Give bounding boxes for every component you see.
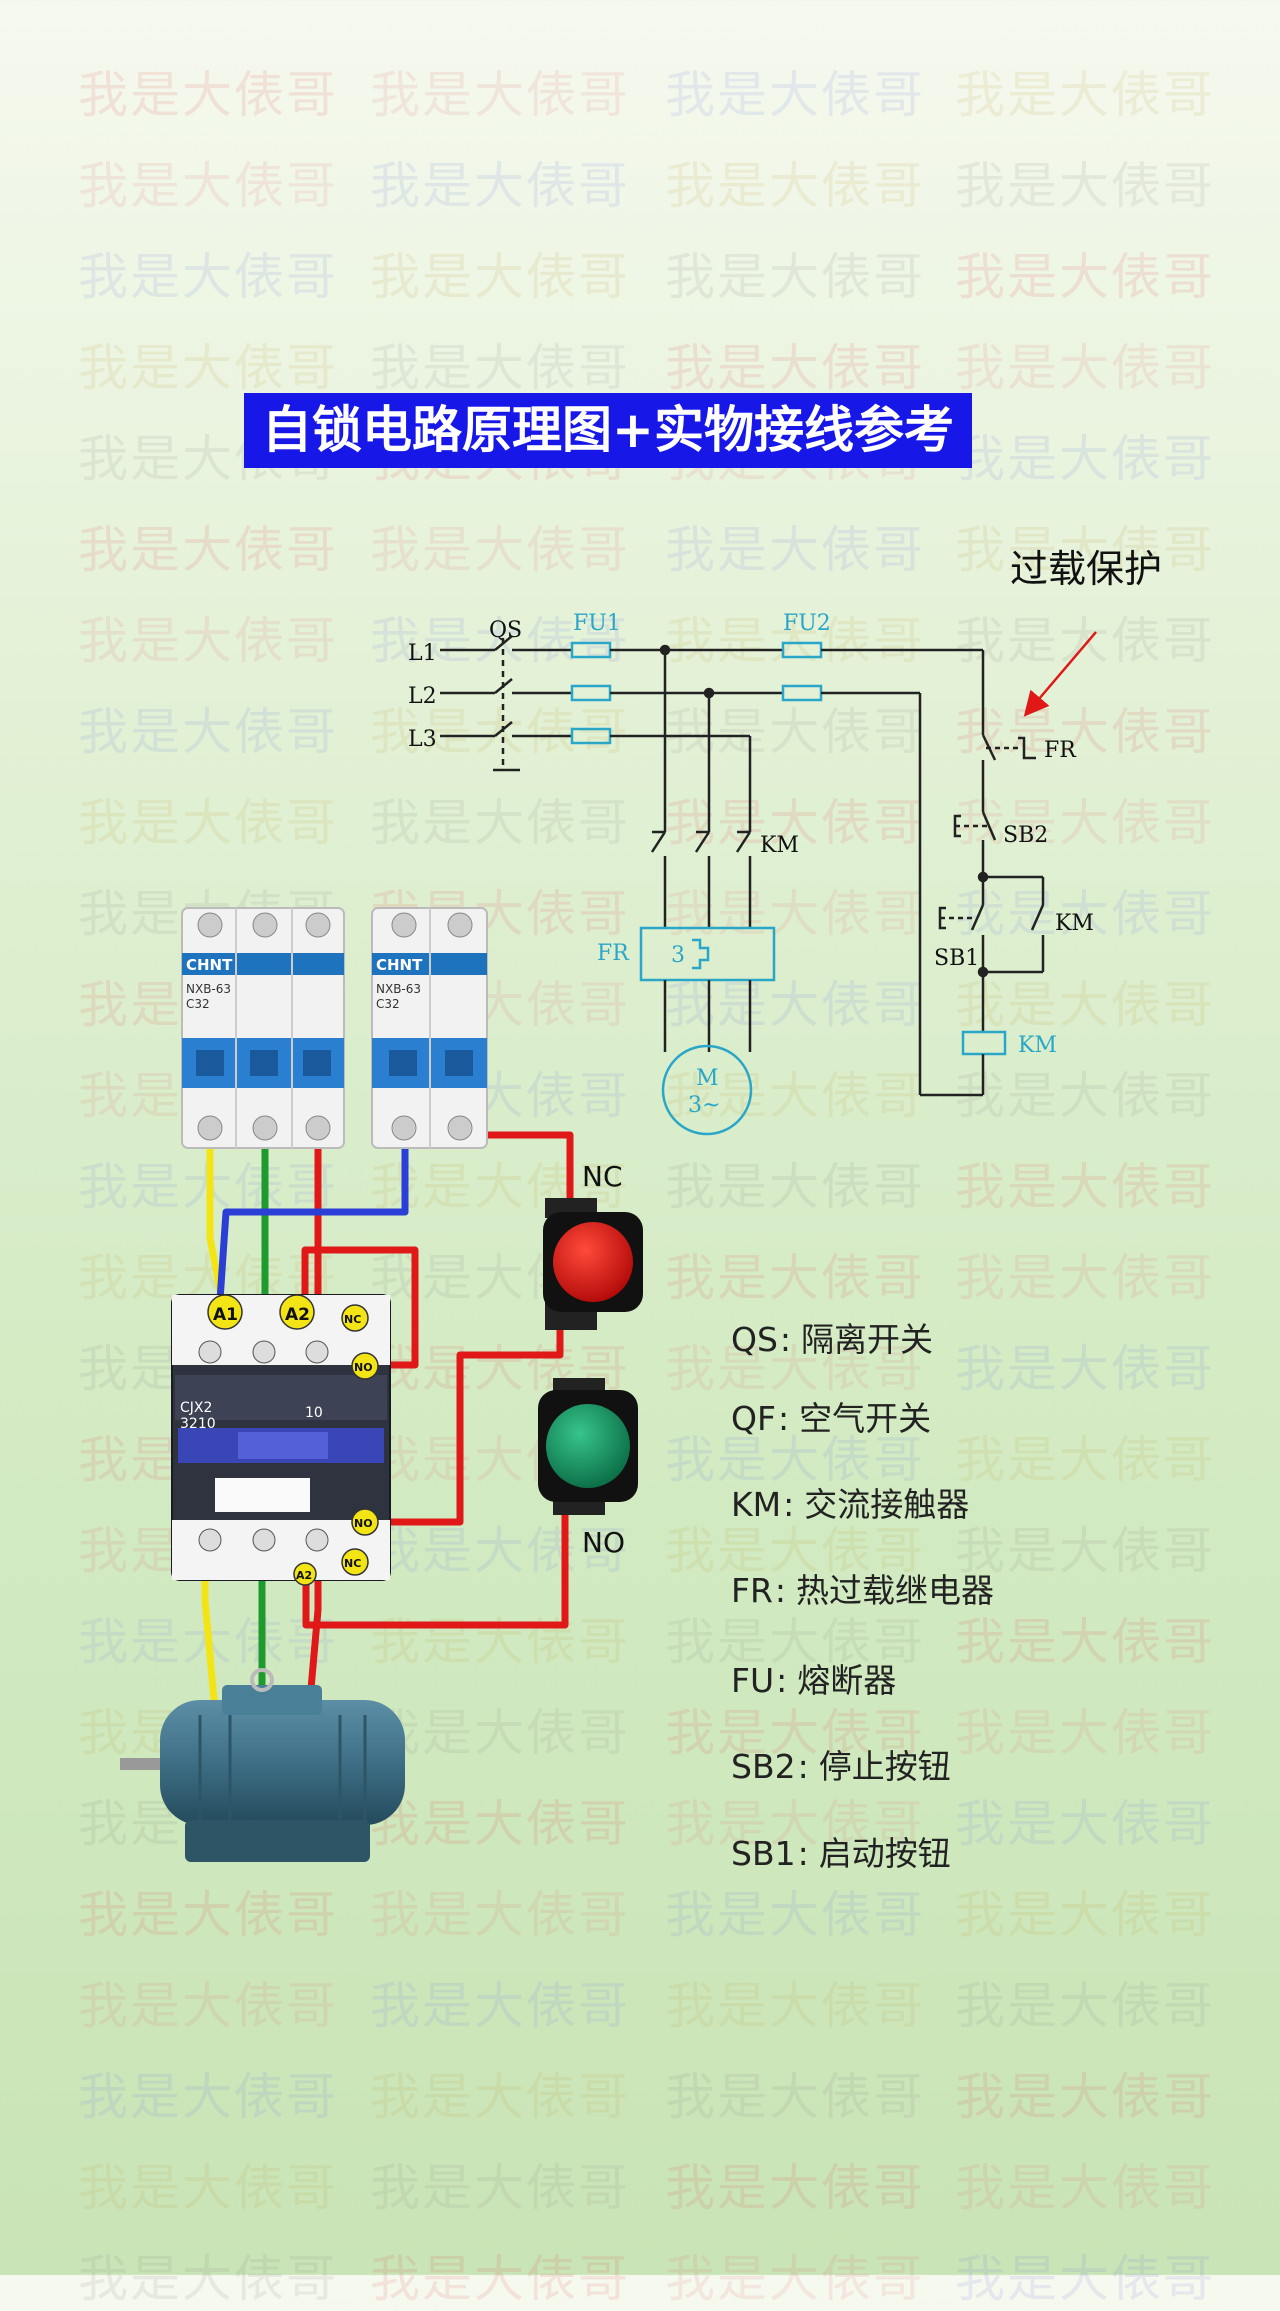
label-km-aux: KM bbox=[1055, 911, 1094, 936]
terminal-nc: NC bbox=[344, 1313, 361, 1326]
label-l2: L2 bbox=[408, 684, 437, 709]
legend-item: KM:交流接触器 bbox=[731, 1485, 970, 1524]
terminal-a2-bottom: A2 bbox=[296, 1569, 312, 1582]
terminal-no2: NO bbox=[354, 1517, 373, 1530]
legend-code: SB2 bbox=[731, 1747, 796, 1786]
legend-item: FU:熔断器 bbox=[731, 1661, 897, 1700]
terminal-a2: A2 bbox=[285, 1305, 310, 1325]
wire-red-no-aux bbox=[368, 1321, 564, 1526]
wire-red-nc bbox=[481, 1131, 574, 1202]
breaker-2pole: CHNT NXB-63 C32 bbox=[371, 907, 488, 1149]
contactor: CJX2 3210 10 A1 A2 NC NO NO NC A2 bbox=[171, 1294, 391, 1586]
terminal-nc2: NC bbox=[344, 1557, 361, 1570]
legend-name: 交流接触器 bbox=[804, 1485, 970, 1524]
breaker1-model: NXB-63 bbox=[186, 982, 231, 996]
start-button-no bbox=[538, 1378, 638, 1515]
stop-button-nc bbox=[543, 1198, 643, 1330]
label-sb2: SB2 bbox=[1003, 823, 1048, 848]
page-title: 自锁电路原理图+实物接线参考 bbox=[244, 393, 972, 468]
motor bbox=[120, 1668, 405, 1862]
wire-blue-a1 bbox=[216, 1141, 409, 1304]
legend-name: 启动按钮 bbox=[818, 1834, 951, 1873]
label-sb1: SB1 bbox=[934, 946, 979, 971]
label-km-main: KM bbox=[760, 833, 799, 858]
legend-code: KM bbox=[731, 1485, 782, 1524]
nc-label: NC bbox=[582, 1160, 623, 1193]
breaker1-rating: C32 bbox=[186, 997, 210, 1011]
label-l3: L3 bbox=[408, 727, 437, 752]
legend-item: SB1:启动按钮 bbox=[731, 1834, 951, 1873]
legend-code: QF bbox=[731, 1399, 776, 1438]
label-fr-block: FR bbox=[597, 941, 630, 966]
label-motor: M bbox=[696, 1066, 719, 1091]
legend-code: FR bbox=[731, 1571, 773, 1610]
terminal-no: NO bbox=[354, 1361, 373, 1374]
breaker-3pole: CHNT NXB-63 C32 bbox=[181, 907, 345, 1149]
legend-name: 停止按钮 bbox=[818, 1747, 951, 1786]
label-motor-phase: 3~ bbox=[688, 1093, 720, 1118]
legend-name: 熔断器 bbox=[797, 1661, 897, 1700]
contactor-model: CJX2 bbox=[180, 1400, 212, 1416]
label-fr-contact: FR bbox=[1044, 738, 1077, 763]
legend-name: 隔离开关 bbox=[801, 1320, 934, 1359]
schematic: L1 L2 L3 QS FU1 FU2 bbox=[408, 611, 1097, 1136]
breaker2-rating: C32 bbox=[376, 997, 400, 1011]
label-fr-count: 3 bbox=[671, 943, 685, 968]
label-fu2: FU2 bbox=[783, 611, 831, 636]
legend-item: QS:隔离开关 bbox=[731, 1320, 934, 1359]
legend-code: SB1 bbox=[731, 1834, 796, 1873]
legend-item: QF:空气开关 bbox=[731, 1399, 932, 1438]
no-label: NO bbox=[582, 1526, 625, 1559]
breaker1-brand: CHNT bbox=[186, 956, 233, 974]
legend-item: FR:热过载继电器 bbox=[731, 1571, 995, 1610]
contactor-size: 10 bbox=[305, 1405, 323, 1421]
legend-code: FU bbox=[731, 1661, 775, 1700]
wire-red-a2 bbox=[302, 1496, 569, 1629]
breaker2-brand: CHNT bbox=[376, 956, 423, 974]
wire-red-no-loop bbox=[301, 1246, 419, 1369]
legend-item: SB2:停止按钮 bbox=[731, 1747, 951, 1786]
breaker2-model: NXB-63 bbox=[376, 982, 421, 996]
terminal-a1: A1 bbox=[213, 1305, 238, 1325]
legend-code: QS bbox=[731, 1320, 778, 1359]
legend-name: 空气开关 bbox=[799, 1399, 932, 1438]
label-km-coil: KM bbox=[1018, 1033, 1057, 1058]
overload-protection-label: 过载保护 bbox=[1010, 547, 1163, 591]
legend-name: 热过载继电器 bbox=[796, 1571, 995, 1610]
label-l1: L1 bbox=[408, 641, 437, 666]
label-fu1: FU1 bbox=[573, 611, 621, 636]
label-qs: QS bbox=[489, 618, 522, 643]
